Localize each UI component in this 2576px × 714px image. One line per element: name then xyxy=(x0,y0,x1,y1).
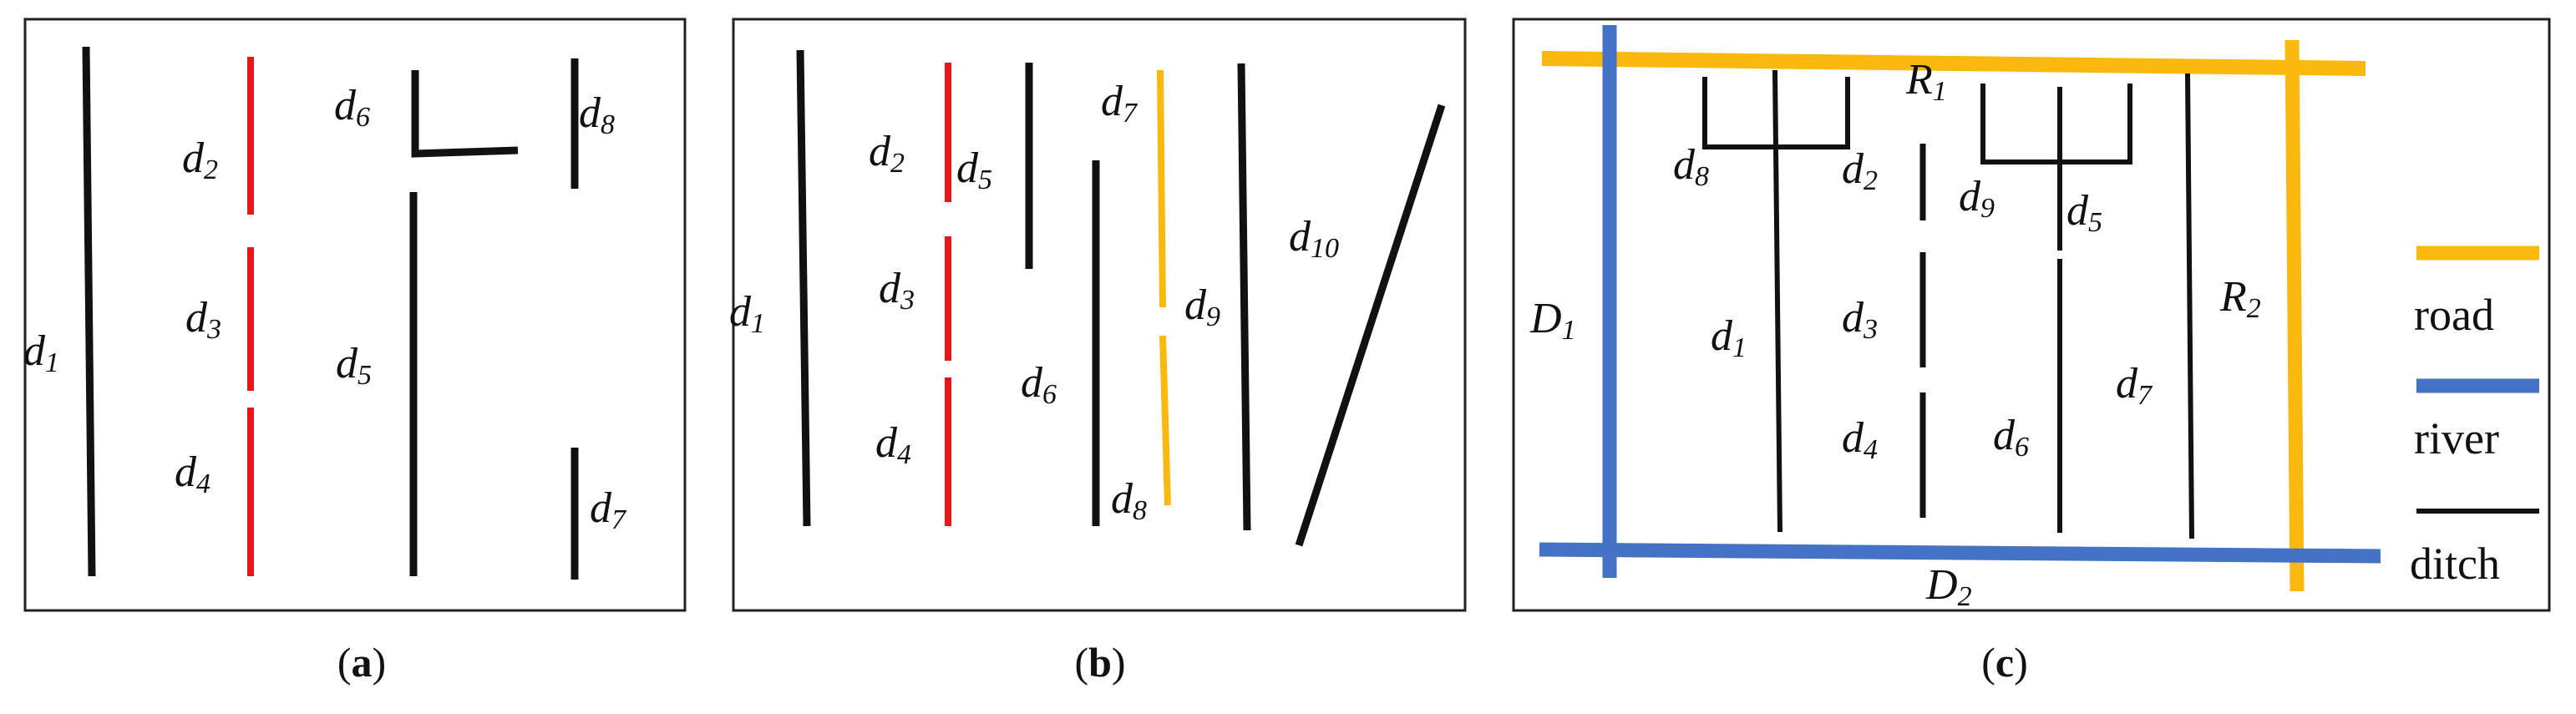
panel-c-label-d9: d9 xyxy=(1959,173,1995,224)
panel-b-caption: (b) xyxy=(1074,639,1125,686)
panel-b-d7-line xyxy=(1157,69,1166,308)
panel-a-label-d1: d1 xyxy=(23,327,59,378)
panel-c-label-d7: d7 xyxy=(2116,360,2153,411)
panel-c-frame xyxy=(1512,18,2551,612)
panel-b-label-d2: d2 xyxy=(869,128,905,179)
panel-b-label-d7: d7 xyxy=(1101,78,1138,129)
panel-b-label-d6: d6 xyxy=(1021,359,1057,410)
panel-c-label-d1-river: D1 xyxy=(1529,295,1576,346)
panel-b-label-d8: d8 xyxy=(1111,475,1147,526)
panel-b-label-d4: d4 xyxy=(875,419,911,470)
panel-c-ditch-d9-d5 xyxy=(1980,84,2132,165)
panel-b-frame xyxy=(732,18,1467,612)
panel-a-frame xyxy=(23,18,687,612)
panel-c-river-d2 xyxy=(1539,542,2381,564)
panel-a-label-d4: d4 xyxy=(175,448,210,499)
panel-c-legend: road river ditch xyxy=(2410,246,2539,589)
panel-b-label-d10: d10 xyxy=(1289,213,1339,264)
panel-b: d1 d2 d3 d4 d5 d6 d7 d8 d9 d10 (b) xyxy=(729,18,1467,686)
panel-a-label-d3: d3 xyxy=(185,294,221,345)
panel-c-label-d2-river: D2 xyxy=(1925,561,1972,612)
panel-c-label-d6: d6 xyxy=(1993,412,2029,463)
panel-a-label-d5: d5 xyxy=(336,340,372,391)
panel-a-label-d2: d2 xyxy=(182,134,218,185)
panel-b-label-d5: d5 xyxy=(956,144,992,195)
panel-c-label-r1: R1 xyxy=(1905,56,1947,107)
panel-c-label-d8: d8 xyxy=(1673,141,1709,192)
panel-a-label-d6: d6 xyxy=(334,82,370,133)
panel-a-label-d8: d8 xyxy=(579,89,615,140)
legend-ditch-label: ditch xyxy=(2410,539,2500,589)
panel-c: R1 R2 D1 D2 d1 d2 d3 d4 d5 d6 d7 d8 d9 r… xyxy=(1512,18,2551,686)
panel-b-label-d1: d1 xyxy=(729,288,765,339)
panel-b-d9-line xyxy=(1237,63,1251,531)
panel-c-label-r2: R2 xyxy=(2219,273,2261,324)
panel-b-d10-line xyxy=(1295,104,1446,547)
panel-c-label-d5: d5 xyxy=(2066,187,2102,238)
panel-c-road-r1 xyxy=(1541,51,2366,76)
legend-river-label: river xyxy=(2414,413,2499,463)
panel-c-caption: (c) xyxy=(1981,639,2028,686)
panel-c-ditch-d7 xyxy=(2185,73,2194,539)
panel-c-ditch-d1 xyxy=(1772,69,1782,533)
legend-road-label: road xyxy=(2414,290,2494,340)
panel-b-label-d3: d3 xyxy=(879,265,915,316)
panel-c-road-r2 xyxy=(2284,39,2305,592)
panel-a-d1-line xyxy=(82,46,96,577)
panel-b-label-d9: d9 xyxy=(1184,281,1220,332)
panel-c-label-d2: d2 xyxy=(1842,145,1878,196)
panel-b-d1-line xyxy=(796,49,811,527)
panel-c-label-d4: d4 xyxy=(1842,414,1878,465)
panel-b-d8-line xyxy=(1159,335,1171,506)
panel-a: d1 d2 d3 d4 d5 d6 d7 d8 (a) xyxy=(23,18,687,686)
panel-a-label-d7: d7 xyxy=(590,484,627,535)
panel-a-d6-line xyxy=(411,70,519,158)
panel-c-label-d1: d1 xyxy=(1711,312,1747,363)
panel-c-label-d3: d3 xyxy=(1842,294,1878,345)
panel-a-caption: (a) xyxy=(337,639,386,686)
